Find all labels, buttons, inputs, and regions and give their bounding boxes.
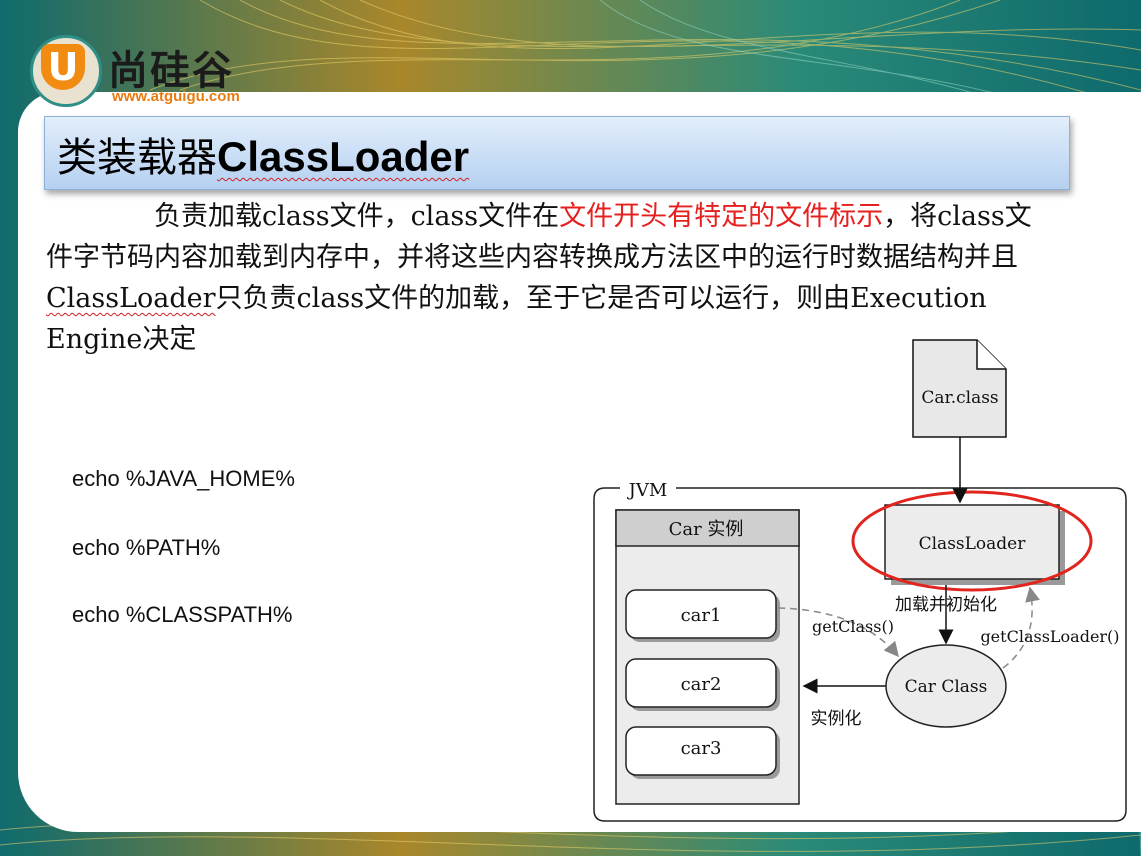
body-highlight: 文件开头有特定的文件标示 bbox=[559, 201, 884, 232]
brand-logo: U 尚硅谷 www.atguigu.com bbox=[30, 30, 300, 112]
instance-car3 bbox=[625, 726, 780, 779]
instance-car1-label: car1 bbox=[681, 605, 722, 626]
jvm-label: JVM bbox=[627, 480, 668, 501]
command-path: echo %PATH% bbox=[72, 535, 221, 560]
instantiate-label: 实例化 bbox=[811, 709, 862, 729]
car-class-label: Car Class bbox=[905, 677, 988, 697]
instances-header bbox=[615, 509, 800, 547]
logo-name: 尚硅谷 bbox=[108, 48, 234, 94]
instance-car3-label: car3 bbox=[681, 738, 722, 759]
logo-url: www.atguigu.com bbox=[112, 88, 240, 105]
body-seg3: ，将class文件字节码内容加载到内存中，并将这些内容转换成方法区中的运行时数据… bbox=[46, 201, 1032, 273]
body-seg5: 只负责class文件的加载，至于它是否可以运行，则由Execution Engi… bbox=[46, 283, 987, 355]
instances-header-label: Car 实例 bbox=[669, 519, 744, 540]
command-classpath: echo %CLASSPATH% bbox=[72, 602, 293, 627]
title-en: ClassLoader bbox=[217, 133, 470, 180]
classloader-label: ClassLoader bbox=[919, 534, 1027, 554]
body-classloader: ClassLoader bbox=[46, 283, 216, 314]
title-cn: 类装载器 bbox=[57, 135, 217, 181]
body-seg1: 负责加载class文件，class文件在 bbox=[154, 201, 560, 232]
instance-car1 bbox=[625, 589, 780, 642]
slide-title-box: 类装载器ClassLoader bbox=[44, 116, 1070, 190]
arrow-getclassloader bbox=[1002, 586, 1040, 669]
class-file-icon bbox=[912, 339, 1007, 438]
instance-car2 bbox=[625, 658, 780, 711]
logo-mark: U bbox=[41, 44, 85, 90]
jvm-boundary bbox=[593, 487, 1127, 822]
getclassloader-label: getClassLoader() bbox=[980, 627, 1119, 646]
classloader-highlight-ring bbox=[851, 490, 1093, 592]
description-paragraph: 负责加载class文件，class文件在文件开头有特定的文件标示，将class文… bbox=[46, 196, 1046, 360]
command-java-home: echo %JAVA_HOME% bbox=[72, 466, 295, 491]
slide-title: 类装载器ClassLoader bbox=[57, 125, 469, 183]
load-init-label: 加载并初始化 bbox=[895, 595, 997, 615]
classloader-box bbox=[884, 504, 1065, 585]
getclass-label: getClass() bbox=[812, 617, 894, 636]
class-file-label: Car.class bbox=[921, 388, 998, 408]
instance-car2-label: car2 bbox=[681, 674, 722, 695]
arrow-getclass bbox=[777, 607, 899, 658]
